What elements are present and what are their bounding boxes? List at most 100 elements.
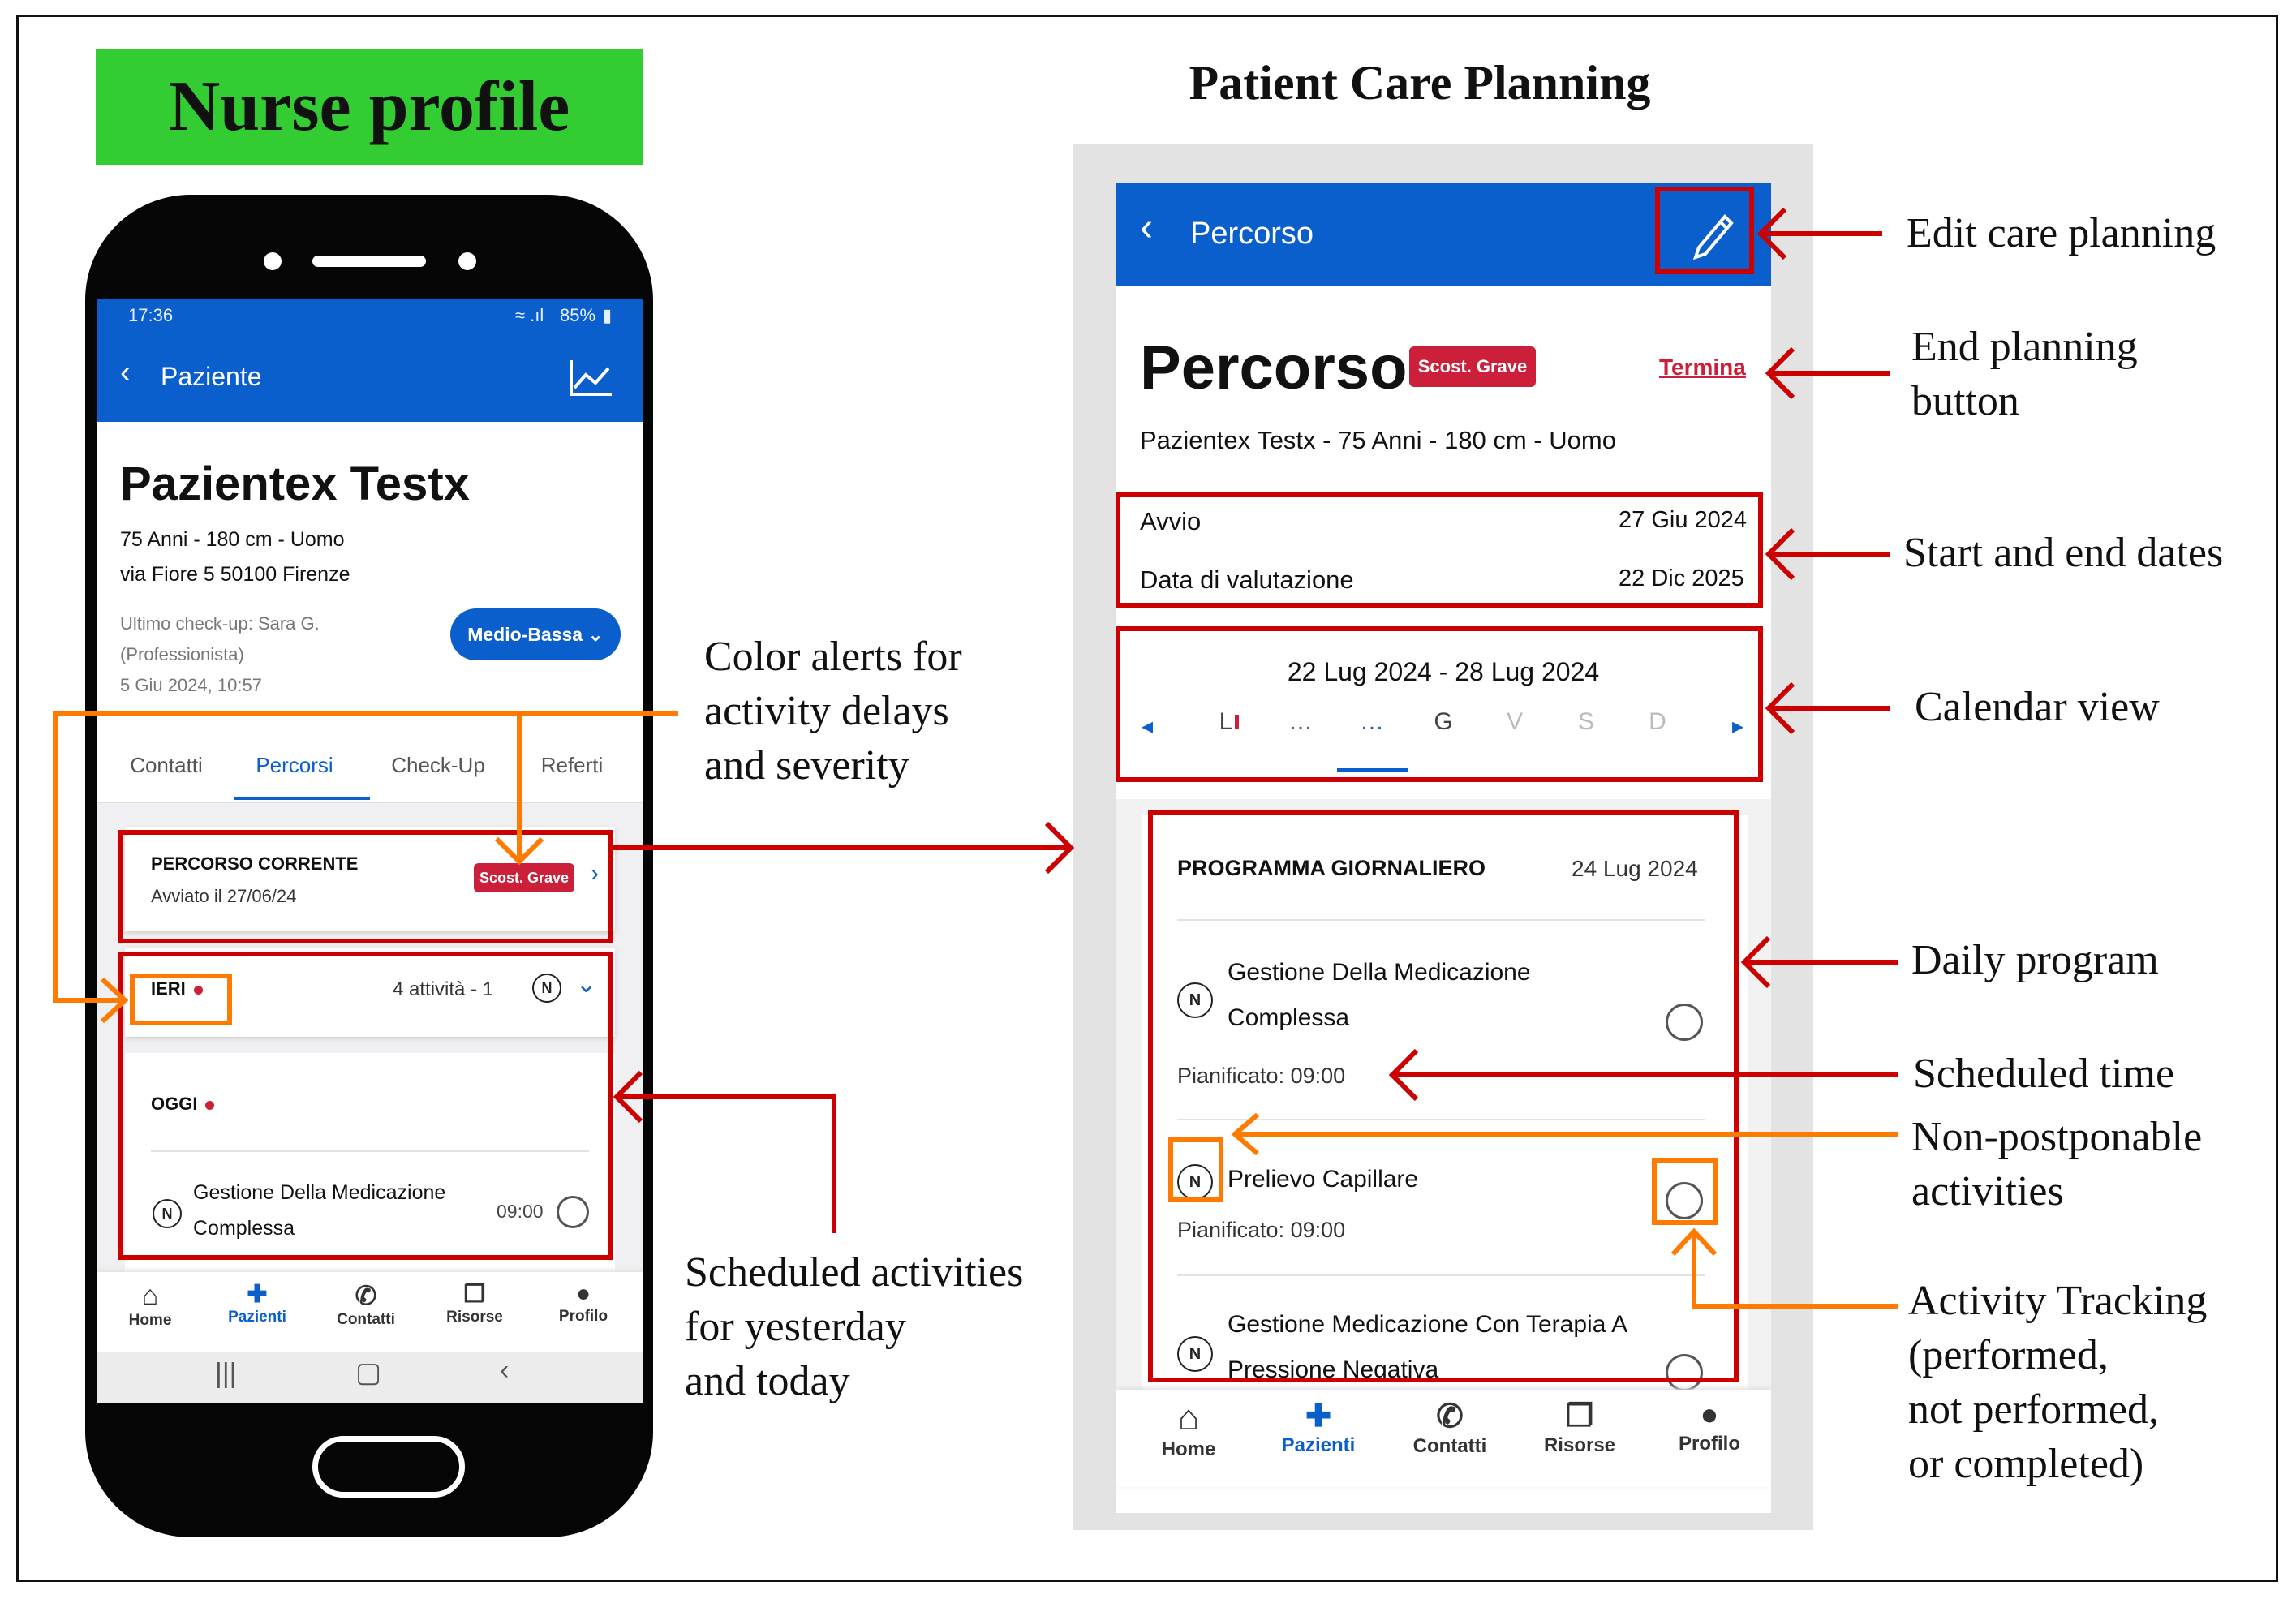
nav-label: Risorse (1543, 1434, 1616, 1456)
phone-speaker (312, 256, 426, 267)
patient-address: via Fiore 5 50100 Firenze (120, 563, 350, 586)
nav-pazienti[interactable]: ✚ Pazienti (213, 1280, 302, 1326)
label-line: not performed, (1908, 1386, 2160, 1433)
phone-screen: 17:36 ≈ .ıl 85% ▮ ‹ Paziente Pazientex T… (97, 299, 643, 1403)
divider (151, 1150, 589, 1152)
scheduled-activities-label: Scheduled activities for yesterday and t… (685, 1245, 1023, 1408)
calendar-label: Calendar view (1915, 684, 2160, 730)
documents-icon: ❐ (463, 1281, 486, 1308)
activity-status-toggle[interactable] (557, 1196, 589, 1228)
nav-profilo[interactable]: ● Profilo (1661, 1398, 1758, 1455)
phone-home-button[interactable] (312, 1436, 465, 1498)
chart-trend-icon[interactable] (568, 359, 613, 398)
dates-label: Start and end dates (1903, 530, 2224, 576)
tab-check-up[interactable]: Check-Up (391, 753, 485, 777)
start-date: 27 Giu 2024 (1619, 507, 1748, 533)
arrowhead (1765, 527, 1795, 581)
nav-label: Pazienti (1281, 1434, 1356, 1456)
yesterday-alert-highlight (130, 974, 232, 1025)
pencil-edit-icon[interactable] (1688, 205, 1736, 260)
day-monday[interactable]: L (1206, 708, 1252, 736)
tab-bar: Contatti Percorsi Check-Up Referti (97, 737, 643, 803)
arrowhead (1740, 935, 1771, 989)
activity-name-line: Gestione Della Medicazione (193, 1181, 446, 1204)
system-nav-bar: ||| ▢ ‹ (97, 1352, 643, 1403)
tab-percorsi[interactable]: Percorsi (256, 753, 333, 777)
arrowhead (1388, 1048, 1419, 1102)
day-friday[interactable]: V (1506, 708, 1523, 735)
activity-time: 09:00 (497, 1201, 544, 1222)
scheduled-activities-highlight (118, 952, 613, 1260)
evaluation-label: Data di valutazione (1140, 565, 1354, 594)
label-line: and today (685, 1358, 850, 1404)
activity-name: Prelievo Capillare (1228, 1166, 1419, 1193)
app-bar-title: Paziente (161, 362, 262, 391)
checkup-line: Ultimo check-up: Sara G. (120, 613, 320, 634)
back-chevron-icon[interactable]: ‹ (120, 355, 131, 389)
activity-name: Gestione Della Medicazione Complessa (193, 1175, 445, 1246)
phone-icon: ✆ (1436, 1399, 1464, 1434)
chevron-right-icon[interactable]: › (591, 860, 599, 887)
color-alert-arrow-a (517, 711, 678, 860)
arrowhead (1044, 821, 1075, 875)
checkup-line: 5 Giu 2024, 10:57 (120, 675, 262, 695)
app-bar: ‹ Percorso (1116, 183, 1771, 286)
dates-highlight (1116, 492, 1763, 608)
home-circle-icon[interactable]: ▢ (355, 1357, 382, 1388)
activity-status-toggle[interactable] (1666, 1004, 1703, 1041)
activity-name: Gestione Della Medicazione Complessa (1228, 950, 1531, 1041)
edit-highlight (1655, 187, 1754, 274)
activity-name-line: Complessa (193, 1217, 295, 1240)
daily-program-card: PROGRAMMA GIORNALIERO 24 Lug 2024 N Gest… (1142, 815, 1748, 1432)
chevron-down-icon[interactable]: ⌄ (576, 971, 597, 998)
back-chevron-icon[interactable]: ‹ (1140, 206, 1153, 249)
end-planning-button[interactable]: Termina (1659, 355, 1746, 380)
scheduled-activities-arrow (620, 1094, 836, 1233)
label-line: activity delays (704, 688, 949, 734)
divider (1177, 1274, 1705, 1276)
activity-name-line: Complessa (1228, 1004, 1350, 1031)
nav-risorse[interactable]: ❐ Risorse (1531, 1398, 1628, 1457)
nav-pazienti[interactable]: ✚ Pazienti (1270, 1398, 1367, 1457)
severity-badge: Scost. Grave (474, 863, 574, 892)
risk-level-label: Medio-Bassa (467, 623, 583, 645)
recent-apps-icon[interactable]: ||| (215, 1358, 237, 1389)
tab-contatti[interactable]: Contatti (130, 753, 203, 777)
nav-home[interactable]: ⌂ Home (1140, 1398, 1237, 1461)
patient-info: 75 Anni - 180 cm - Uomo (120, 528, 345, 551)
home-icon: ⌂ (141, 1280, 159, 1311)
day-wednesday-selected[interactable]: … (1360, 708, 1384, 735)
day-thursday[interactable]: G (1434, 708, 1453, 735)
nav-home[interactable]: ⌂ Home (105, 1280, 195, 1330)
non-postponable-badge: N (153, 1199, 182, 1228)
nav-contatti[interactable]: ✆ Contatti (1401, 1398, 1498, 1458)
activity-status-toggle[interactable] (1666, 1182, 1703, 1219)
back-icon[interactable]: ‹ (500, 1355, 510, 1386)
prev-week-arrow-icon[interactable]: ◂ (1142, 713, 1154, 738)
nav-profilo[interactable]: ● Profilo (539, 1280, 628, 1326)
nav-risorse[interactable]: ❐ Risorse (430, 1280, 519, 1326)
day-label: L (1219, 708, 1233, 735)
divider (1177, 1119, 1705, 1120)
current-path-title: PERCORSO CORRENTE (151, 853, 359, 874)
medical-bag-icon: ✚ (1305, 1399, 1331, 1434)
daily-program-label: Daily program (1911, 937, 2159, 983)
day-saturday[interactable]: S (1577, 708, 1594, 735)
arrowhead (1231, 1112, 1259, 1156)
risk-level-button[interactable]: Medio-Bassa ⌄ (450, 608, 621, 660)
day-sunday[interactable]: D (1649, 708, 1666, 735)
day-tuesday[interactable]: … (1288, 708, 1313, 735)
tab-referti[interactable]: Referti (540, 753, 604, 777)
label-line: Color alerts for (704, 634, 962, 680)
nav-label: Risorse (446, 1309, 503, 1326)
edit-label: Edit care planning (1907, 210, 2216, 256)
battery-icon: ▮ (602, 305, 613, 325)
nav-contatti[interactable]: ✆ Contatti (321, 1280, 411, 1329)
label-line: or completed) (1908, 1441, 2144, 1487)
activity-tracking-label: Activity Tracking (performed, not perfor… (1908, 1274, 2207, 1491)
label-line: Scheduled activities (685, 1249, 1024, 1296)
app-bar-title: Percorso (1190, 217, 1314, 251)
next-week-arrow-icon[interactable]: ▸ (1732, 713, 1744, 738)
arrowhead (613, 1070, 643, 1124)
